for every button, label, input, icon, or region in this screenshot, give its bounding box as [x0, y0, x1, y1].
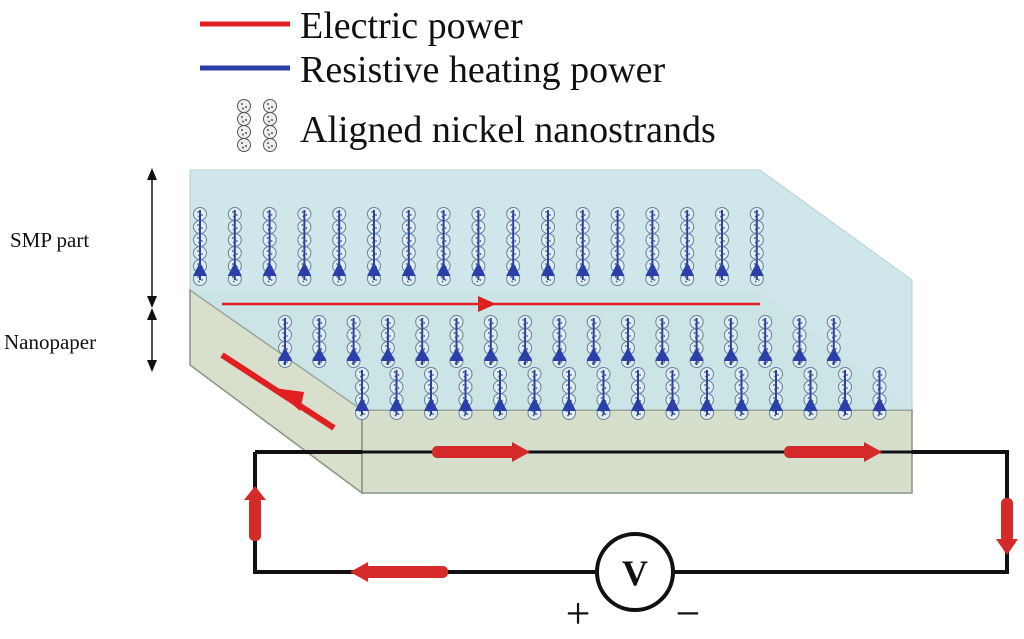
- voltmeter: V: [595, 532, 675, 612]
- nanostrand: [527, 367, 542, 420]
- dimension-markers: SMP part Nanopaper: [4, 168, 157, 372]
- nanostrand: [415, 315, 430, 368]
- current-arrow-right-wire: [996, 498, 1018, 555]
- nanostrand: [449, 315, 464, 368]
- nanostrand: [700, 367, 714, 420]
- nanostrand: [193, 207, 207, 286]
- nanostrand: [506, 207, 521, 286]
- nanostrand: [610, 207, 625, 286]
- nanostrand: [655, 315, 670, 368]
- nanopaper-label: Nanopaper: [4, 330, 96, 354]
- nanostrand: [838, 367, 852, 420]
- nanostrand: [872, 367, 887, 420]
- nanostrand: [621, 315, 635, 368]
- current-arrow-bottom-wire: [350, 562, 448, 582]
- nanostrand: [471, 207, 486, 286]
- nanostrand: [749, 207, 764, 286]
- nanostrand: [355, 367, 369, 420]
- voltmeter-circle: [595, 532, 675, 612]
- legend: Electric power Resistive heating power A…: [200, 5, 716, 152]
- nanostrand: [758, 315, 773, 368]
- nanostrand: [665, 367, 680, 420]
- nanostrand: [689, 315, 704, 368]
- nanostrand: [227, 207, 242, 286]
- nanostrand: [367, 207, 381, 286]
- legend-electric-power: Electric power: [300, 5, 523, 47]
- smp-part-label: SMP part: [10, 228, 89, 252]
- nanostrand: [792, 315, 807, 368]
- nanostrand: [436, 207, 451, 286]
- nanostrand: [332, 207, 347, 286]
- nanostrand: [493, 367, 507, 420]
- minus-terminal: −: [676, 589, 701, 638]
- current-arrow-slab-right: [784, 442, 882, 462]
- nanostrand: [562, 367, 576, 420]
- nanostrand: [380, 315, 395, 368]
- nanostrand: [596, 367, 611, 420]
- current-arrow-left-wire: [244, 486, 266, 541]
- nanostrand: [575, 207, 590, 286]
- nanostrand: [631, 367, 645, 420]
- nanostrand: [312, 315, 327, 368]
- plus-terminal: +: [566, 589, 591, 638]
- current-arrow-slab-left: [432, 442, 530, 462]
- nanostrand: [262, 207, 277, 286]
- nanostrand: [346, 315, 361, 368]
- nanostrand: [803, 367, 818, 420]
- circuit: V + −: [244, 442, 1018, 638]
- nanostrand: [389, 367, 404, 420]
- nanostrand: [723, 315, 738, 368]
- nanostrand: [297, 207, 312, 286]
- voltmeter-label: V: [622, 553, 648, 593]
- top-current-arrowhead: [478, 296, 496, 312]
- legend-aligned-nickel-nanostrands: Aligned nickel nanostrands: [300, 109, 716, 151]
- nanostrand: [424, 367, 438, 420]
- electric-power-arrows: [220, 296, 760, 431]
- nanostrand-legend-icon: [237, 99, 277, 152]
- nanostrand-array: [193, 207, 887, 420]
- nanostrand: [715, 207, 729, 286]
- nanostrand: [826, 315, 841, 368]
- legend-resistive-heating-power: Resistive heating power: [300, 49, 665, 91]
- nanostrand: [552, 315, 567, 368]
- nanostrand: [401, 207, 416, 286]
- nanostrand: [458, 367, 473, 420]
- nanostrand: [680, 207, 695, 286]
- nanostrand: [586, 315, 601, 368]
- nanostrand: [769, 367, 783, 420]
- diagonal-current-arrowhead: [274, 388, 304, 411]
- nanostrand: [541, 207, 555, 286]
- nanostrand: [734, 367, 749, 420]
- nanostrand: [645, 207, 660, 286]
- nanostrand: [278, 315, 292, 368]
- nanostrand: [518, 315, 533, 368]
- nanostrand: [483, 315, 498, 368]
